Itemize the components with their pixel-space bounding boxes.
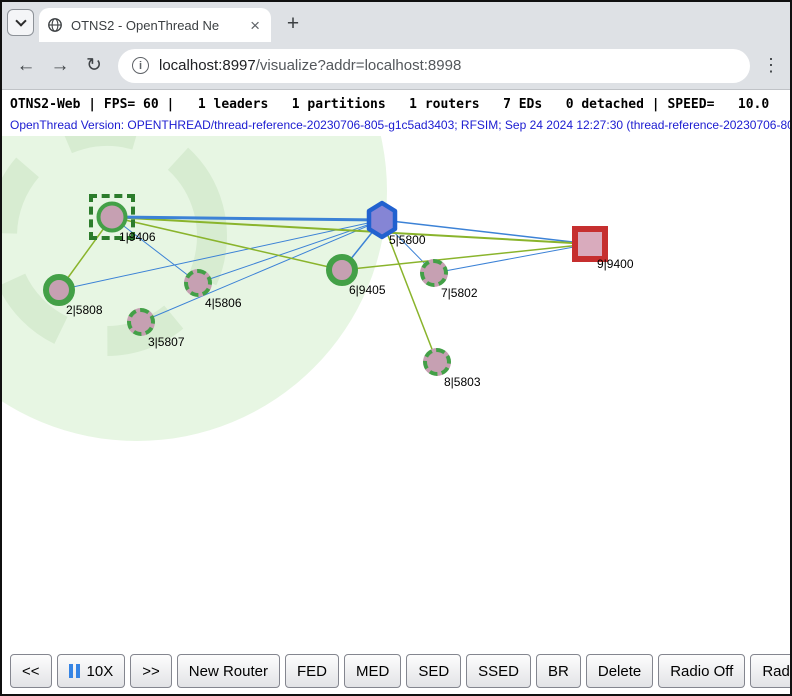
selection-box — [89, 194, 135, 240]
toolbar-button-label: 10X — [86, 662, 114, 680]
link-2-5 — [58, 219, 383, 291]
node-label: 7|5802 — [441, 286, 478, 300]
hexagon-node-icon — [366, 200, 398, 240]
child-node-icon — [127, 308, 155, 336]
toolbar-button-label: BR — [548, 662, 569, 680]
link-3-5 — [140, 219, 383, 323]
toolbar-button-label: Radio On — [762, 662, 790, 680]
toolbar-button-label: SED — [418, 662, 450, 680]
toolbar-button-new-router[interactable]: New Router — [176, 654, 280, 688]
network-canvas[interactable]: 1|9406 2|5808 3|5807 4|5806 5|5800 6|9405 7|58… — [2, 136, 790, 650]
toolbar-button-label: >> — [142, 662, 160, 680]
toolbar-button-step-back[interactable]: << — [10, 654, 52, 688]
toolbar-button-step-forward[interactable]: >> — [130, 654, 172, 688]
toolbar-button-fed[interactable]: FED — [284, 654, 339, 688]
back-icon[interactable]: ← — [16, 54, 36, 76]
router-node-icon — [43, 274, 75, 306]
link-1-6 — [111, 216, 343, 271]
node-label: 8|5803 — [444, 375, 481, 389]
url-domain: localhost:8997 — [159, 57, 256, 74]
address-bar[interactable]: i localhost:8997/visualize?addr=localhos… — [118, 48, 750, 83]
link-1-4 — [111, 216, 199, 284]
tab-close-icon[interactable]: × — [250, 15, 260, 35]
toolbar-button-label: << — [22, 662, 40, 680]
browser-tab[interactable]: OTNS2 - OpenThread Ne × — [39, 8, 271, 42]
toolbar-button-ssed[interactable]: SSED — [466, 654, 532, 688]
tab-search-button[interactable] — [7, 9, 34, 36]
link-1-5 — [110, 215, 384, 222]
pause-icon — [68, 664, 80, 678]
toolbar-button-radio-off[interactable]: Radio Off — [658, 654, 746, 688]
node-label: 5|5800 — [389, 233, 426, 247]
new-tab-button[interactable]: + — [286, 12, 300, 35]
browser-menu-icon[interactable]: ⋮ — [762, 55, 780, 75]
toolbar-button-br[interactable]: BR — [536, 654, 581, 688]
node-label: 6|9405 — [349, 283, 386, 297]
browser-toolbar: ← → ↻ i localhost:8997/visualize?addr=lo… — [2, 42, 790, 90]
openthread-version-line: OpenThread Version: OPENTHREAD/thread-re… — [10, 118, 790, 132]
link-1-9 — [111, 216, 591, 245]
toolbar-button-label: MED — [355, 662, 390, 680]
toolbar-button-label: Delete — [597, 662, 642, 680]
toolbar-button-med[interactable]: MED — [343, 654, 402, 688]
child-node-icon — [420, 259, 448, 287]
toolbar-button-delete[interactable]: Delete — [585, 654, 654, 688]
node-label: 3|5807 — [148, 335, 185, 349]
tab-title: OTNS2 - OpenThread Ne — [71, 17, 220, 33]
leader-node-icon — [96, 201, 128, 233]
site-info-icon[interactable]: i — [132, 57, 149, 74]
toolbar-button-sed[interactable]: SED — [406, 654, 462, 688]
otns-status-bar: OTNS2-Web | FPS= 60 | 1 leaders 1 partit… — [10, 97, 770, 112]
reload-icon[interactable]: ↻ — [86, 55, 102, 76]
child-node-icon — [423, 348, 451, 376]
url-text: localhost:8997/visualize?addr=localhost:… — [159, 57, 461, 74]
link-8-5 — [381, 219, 438, 363]
simulation-toolbar: << 10X >> New Router FED MED SED SSED BR Delete Ra… — [10, 654, 790, 688]
router-node-icon — [326, 254, 358, 286]
globe-favicon-icon — [47, 17, 63, 33]
link-7-9 — [433, 243, 591, 274]
link-5-9 — [381, 219, 591, 245]
partition-ring — [2, 136, 227, 356]
node-label: 2|5808 — [66, 303, 103, 317]
toolbar-button-label: New Router — [188, 662, 268, 680]
link-6-9 — [341, 243, 591, 271]
chevron-down-icon — [14, 14, 27, 27]
toolbar-button-radio-on[interactable]: Radio On — [750, 654, 790, 688]
node-label: 9|9400 — [597, 257, 634, 271]
url-path: /visualize?addr=localhost:8998 — [255, 57, 462, 74]
node-label: 1|9406 — [119, 230, 156, 244]
toolbar-button-speed[interactable]: 10X — [56, 654, 126, 688]
toolbar-button-label: Radio Off — [670, 662, 734, 680]
toolbar-button-label: FED — [296, 662, 327, 680]
child-node-icon — [184, 269, 212, 297]
node-label: 4|5806 — [205, 296, 242, 310]
br-node-icon — [572, 226, 608, 262]
tab-strip: OTNS2 - OpenThread Ne × + — [2, 2, 790, 42]
toolbar-button-label: SSED — [478, 662, 520, 680]
forward-icon[interactable]: → — [50, 54, 70, 76]
